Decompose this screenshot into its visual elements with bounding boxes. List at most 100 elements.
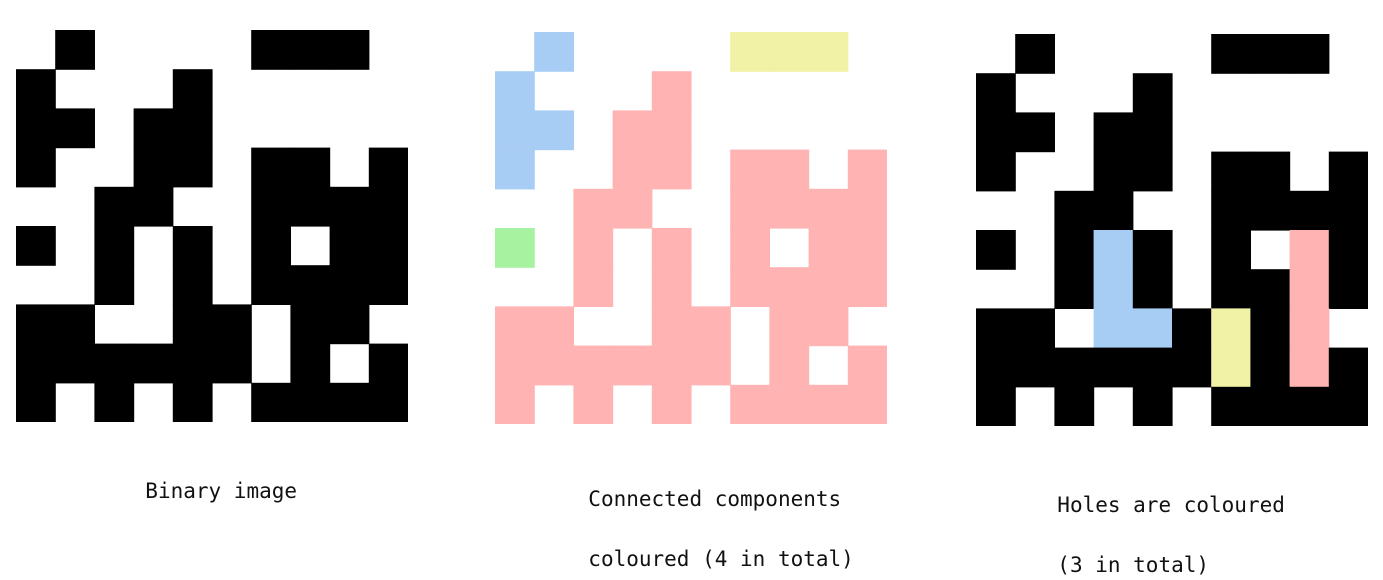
grid-cell (251, 30, 291, 70)
grid-cell (573, 345, 614, 386)
holes-grid (976, 34, 1368, 426)
grid-cell (55, 30, 95, 70)
grid-cell (1132, 112, 1173, 153)
grid-cell (1289, 308, 1330, 349)
grid-cell (172, 226, 213, 266)
grid-cell (290, 30, 331, 70)
holes-caption-line-1: Holes are coloured (1057, 493, 1285, 517)
grid-cell (534, 32, 574, 72)
grid-cell (290, 186, 331, 227)
grid-cell (329, 186, 370, 227)
grid-cell (847, 384, 887, 424)
grid-cell (769, 188, 810, 229)
grid-cell (329, 226, 370, 266)
grid-cell (1250, 151, 1291, 192)
grid-cell (94, 226, 135, 266)
grid-cell (495, 149, 535, 190)
grid-cell (847, 267, 887, 307)
grid-cell (1054, 386, 1095, 426)
grid-cell (1289, 269, 1330, 309)
grid-cell (651, 345, 692, 386)
grid-cell (94, 186, 135, 227)
grid-cell (1093, 190, 1134, 231)
grid-cell (730, 188, 770, 229)
grid-cell (1093, 112, 1134, 153)
binary-image-panel (16, 30, 408, 422)
grid-cell (1015, 308, 1055, 349)
grid-cell (612, 110, 653, 151)
grid-cell (1211, 308, 1251, 349)
grid-cell (1289, 386, 1330, 426)
grid-cell (1132, 73, 1173, 113)
grid-cell (16, 108, 56, 149)
grid-cell (847, 345, 887, 386)
grid-cell (534, 110, 574, 151)
grid-cell (368, 382, 408, 422)
grid-cell (212, 304, 252, 345)
grid-cell (212, 343, 252, 384)
grid-cell (976, 73, 1016, 113)
grid-cell (1211, 34, 1251, 74)
grid-cell (16, 226, 56, 266)
grid-cell (1093, 269, 1134, 309)
grid-cell (495, 110, 535, 151)
grid-cell (651, 228, 692, 268)
grid-cell (133, 186, 174, 227)
grid-cell (16, 304, 56, 345)
grid-cell (847, 188, 887, 229)
grid-cell (612, 149, 653, 190)
grid-cell (651, 110, 692, 151)
grid-cell (1132, 308, 1173, 349)
grid-cell (1289, 34, 1330, 74)
grid-cell (1328, 151, 1368, 192)
grid-cell (55, 108, 95, 149)
grid-cell (16, 343, 56, 384)
grid-cell (1211, 347, 1251, 388)
grid-cell (730, 267, 770, 307)
grid-cell (368, 186, 408, 227)
grid-cell (1328, 190, 1368, 231)
grid-cell (1289, 230, 1330, 270)
grid-cell (1054, 190, 1095, 231)
connected-components-caption: Connected components coloured (4 in tota… (563, 454, 854, 574)
grid-cell (133, 147, 174, 188)
grid-cell (1172, 308, 1212, 349)
grid-cell (1250, 190, 1291, 231)
grid-cell (769, 32, 810, 72)
grid-cell (847, 228, 887, 268)
grid-cell (1093, 308, 1134, 349)
grid-cell (172, 147, 213, 188)
grid-cell (329, 265, 370, 305)
grid-cell (1211, 190, 1251, 231)
grid-cell (1211, 269, 1251, 309)
grid-cell (1054, 230, 1095, 270)
connected-components-caption-line-2: coloured (4 in total) (588, 547, 854, 571)
grid-cell (172, 108, 213, 149)
grid-cell (1132, 269, 1173, 309)
grid-cell (251, 186, 291, 227)
grid-cell (847, 149, 887, 190)
grid-cell (133, 108, 174, 149)
grid-cell (290, 304, 331, 345)
grid-cell (573, 188, 614, 229)
grid-cell (1132, 347, 1173, 388)
grid-cell (1328, 230, 1368, 270)
grid-cell (172, 343, 213, 384)
grid-cell (808, 188, 849, 229)
grid-cell (16, 382, 56, 422)
grid-cell (329, 304, 370, 345)
grid-cell (1328, 386, 1368, 426)
grid-cell (290, 147, 331, 188)
grid-cell (808, 228, 849, 268)
grid-cell (976, 386, 1016, 426)
grid-cell (1289, 190, 1330, 231)
grid-cell (94, 343, 135, 384)
grid-cell (651, 267, 692, 307)
grid-cell (691, 306, 731, 347)
connected-components-grid (495, 32, 887, 424)
grid-cell (730, 228, 770, 268)
grid-cell (1211, 386, 1251, 426)
grid-cell (172, 304, 213, 345)
grid-cell (251, 226, 291, 266)
grid-cell (1172, 347, 1212, 388)
